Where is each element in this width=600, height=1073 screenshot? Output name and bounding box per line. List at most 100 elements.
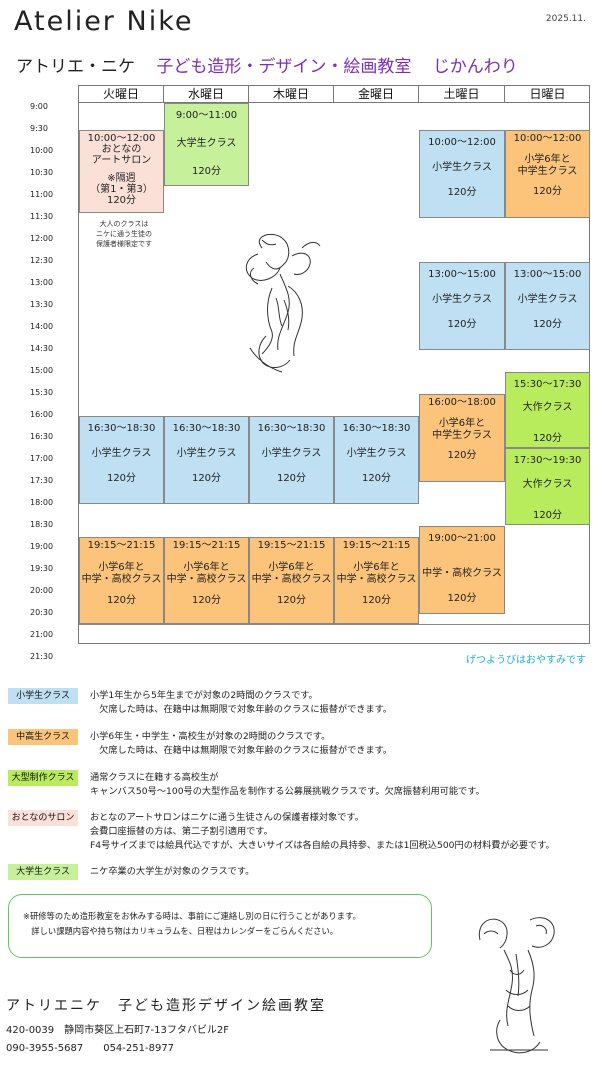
legend-line: F4号サイズまでは絵具代込ですが、大きいサイズは各自絵の具持参、または1回税込5…: [90, 840, 555, 851]
legend-desc: 小学1年生から5年生までが対象の2時間のクラスです。 欠席した時は、在籍中は無期…: [90, 689, 392, 717]
class-block-sat-elementary-afternoon: 13:00〜15:00 小学生クラス 120分: [419, 262, 505, 350]
time-label: 20:00: [30, 586, 54, 595]
time-label: 21:30: [30, 652, 54, 661]
class-block-sun-middle: 10:00〜12:00 小学6年と 中学生クラス 120分: [505, 130, 590, 218]
block-duration: 120分: [532, 510, 563, 521]
class-block-wed-university: 9:00〜11:00 大学生クラス 120分: [164, 103, 249, 186]
time-label: 14:00: [30, 322, 54, 331]
block-time: 16:30〜18:30: [342, 423, 411, 434]
block-name: 小学6年と: [524, 154, 571, 165]
block-time: 19:15〜21:15: [342, 540, 411, 551]
legend-line: 通常クラスに在籍する高校生が: [90, 772, 219, 783]
subtitle-timetable: じかんわり: [432, 57, 518, 77]
block-duration: 120分: [276, 473, 307, 484]
class-block-wed-middle-night: 19:15〜21:15 小学6年と 中学・高校クラス 120分: [164, 537, 249, 624]
legend-desc: 小学6年生・中学生・高校生が対象の2時間のクラスです。 欠席した時は、在籍中は無…: [90, 730, 392, 758]
time-label: 19:00: [30, 542, 54, 551]
legend-tag: 大学生クラス: [8, 864, 78, 880]
class-block-sat-middle-evening: 16:00〜18:00 小学6年と 中学生クラス 120分: [419, 394, 505, 482]
block-name: 小学6年と: [438, 418, 486, 429]
block-name: 小学6年と: [98, 562, 145, 573]
winged-victory-statue-icon: [245, 233, 321, 373]
legend-line: ニケ卒業の大学生が対象のクラスです。: [90, 866, 255, 877]
time-label: 13:00: [30, 278, 54, 287]
block-duration: 120分: [106, 195, 137, 206]
block-duration: 120分: [191, 166, 222, 177]
time-label: 21:00: [30, 630, 54, 639]
block-time: 17:30〜19:30: [513, 455, 582, 466]
time-label: 17:00: [30, 454, 54, 463]
time-label: 12:30: [30, 256, 54, 265]
day-saturday: 土曜日: [419, 86, 505, 103]
class-block-sun-big-work-1: 15:30〜17:30 大作クラス 120分: [505, 372, 590, 448]
time-label: 10:00: [30, 146, 54, 155]
block-name: 大学生クラス: [176, 138, 237, 149]
legend-university: 大学生クラス ニケ卒業の大学生が対象のクラスです。: [8, 864, 588, 884]
class-block-sun-elementary-afternoon: 13:00〜15:00 小学生クラス 120分: [505, 262, 590, 350]
block-time: 19:15〜21:15: [87, 540, 156, 551]
grid-bottom-rule: [79, 624, 590, 625]
class-block-tue-middle-night: 19:15〜21:15 小学6年と 中学・高校クラス 120分: [79, 537, 164, 624]
block-time: 16:30〜18:30: [87, 423, 156, 434]
block-name: 小学生クラス: [432, 162, 492, 173]
block-name: 大作クラス: [522, 479, 573, 490]
day-thursday: 木曜日: [249, 86, 334, 103]
winged-victory-statue-icon: [478, 917, 555, 1054]
block-duration: 120分: [532, 319, 563, 330]
time-label: 16:30: [30, 432, 54, 441]
block-duration: 120分: [191, 473, 222, 484]
notice-line: 詳しい課題内容や持ち物はカリキュラムを、日程はカレンダーをごらんください。: [23, 926, 339, 936]
time-label: 14:30: [30, 344, 54, 353]
legend-line: キャンバス50号〜100号の大型作品を制作する公募展挑戦クラスです。欠席振替利用…: [90, 786, 485, 797]
block-duration: 120分: [361, 595, 392, 606]
time-label: 11:00: [30, 190, 54, 199]
block-name: 中学・高校クラス: [81, 574, 162, 585]
block-duration: 120分: [447, 593, 477, 604]
block-name: 中学・高校クラス: [251, 574, 332, 585]
block-name: 中学生クラス: [432, 430, 492, 441]
legend-line: 小学1年生から5年生までが対象の2時間のクラスです。: [90, 690, 318, 701]
time-label: 13:30: [30, 300, 54, 309]
block-duration: 120分: [106, 595, 137, 606]
block-time: 19:15〜21:15: [257, 540, 326, 551]
block-name: 小学6年と: [183, 562, 230, 573]
block-time: 15:30〜17:30: [513, 379, 582, 390]
time-label: 19:30: [30, 564, 54, 573]
block-duration: 120分: [532, 433, 563, 444]
legend-tag: 中高生クラス: [8, 729, 78, 745]
class-block-sat-elementary: 10:00〜12:00 小学生クラス 120分: [419, 130, 505, 218]
legend-desc: おとなのアートサロンはニケに通う生徒さんの保護者様対象です。 会費口座振替の方は…: [90, 811, 555, 853]
legend-line: 欠席した時は、在籍中は無期限で対象年齢のクラスに振替ができます。: [90, 704, 393, 715]
class-block-wed-elementary: 16:30〜18:30 小学生クラス 120分: [164, 416, 249, 504]
time-label: 9:30: [30, 124, 48, 133]
block-name: 小学生クラス: [176, 448, 237, 459]
block-duration: 120分: [276, 595, 307, 606]
footer-address: 420-0039 静岡市葵区上石町7-13フタバビル2F: [6, 1025, 229, 1036]
class-block-tue-elementary: 16:30〜18:30 小学生クラス 120分: [79, 416, 164, 504]
block-name: 中学・高校クラス: [336, 574, 417, 585]
legend-middle-high: 中高生クラス 小学6年生・中学生・高校生が対象の2時間のクラスです。 欠席した時…: [8, 729, 588, 763]
block-duration: 120分: [106, 473, 137, 484]
block-name: 大作クラス: [522, 402, 573, 413]
block-duration: 120分: [447, 450, 477, 461]
time-label: 9:00: [30, 102, 48, 111]
closed-day-note: げつようびはおやすみです: [466, 655, 586, 666]
class-block-sat-high-night: 19:00〜21:00 中学・高校クラス 120分: [419, 526, 505, 614]
time-label: 12:00: [30, 234, 54, 243]
block-duration: 120分: [447, 319, 477, 330]
adult-class-note: 大人のクラスは ニケに通う生徒の 保護者様限定です: [84, 219, 164, 249]
block-name: 小学6年と: [268, 562, 315, 573]
legend-desc: 通常クラスに在籍する高校生が キャンバス50号〜100号の大型作品を制作する公募…: [90, 771, 485, 799]
legend-line: 欠席した時は、在籍中は無期限で対象年齢のクラスに振替ができます。: [90, 745, 393, 756]
notice-line: ※研修等のため造形教室をお休みする時は、事前にご連絡し別の日に行うことがあります…: [23, 911, 361, 921]
notice-box: ※研修等のため造形教室をお休みする時は、事前にご連絡し別の日に行うことがあります…: [8, 894, 432, 958]
block-note: （第1・第3）: [90, 184, 153, 195]
timetable-grid: 火曜日 水曜日 木曜日 金曜日 土曜日 日曜日 9:00〜11:00 大学生クラ…: [78, 85, 590, 644]
block-time: 13:00〜15:00: [428, 269, 496, 280]
legend-desc: ニケ卒業の大学生が対象のクラスです。: [90, 865, 254, 879]
time-label: 15:30: [30, 388, 54, 397]
block-name: 小学生クラス: [432, 294, 492, 305]
subtitle: アトリエ・ニケ 子ども造形・デザイン・絵画教室 じかんわり: [16, 52, 518, 77]
block-time: 19:15〜21:15: [172, 540, 241, 551]
day-tuesday: 火曜日: [79, 86, 164, 103]
